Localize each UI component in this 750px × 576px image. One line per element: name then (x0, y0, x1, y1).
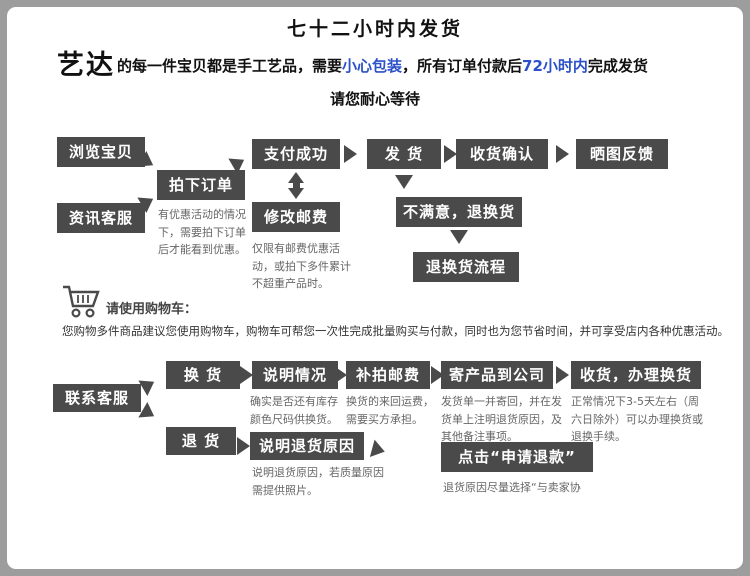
flow1-box-feedback: 晒图反馈 (576, 139, 668, 169)
flow2-box-refund: 退 货 (166, 427, 236, 455)
flow1-box-receive: 收货确认 (456, 139, 548, 169)
flow1-box-consult: 资讯客服 (57, 203, 145, 233)
flow2-box-reason: 说明退货原因 (250, 432, 364, 460)
intro-highlight-72h: 72小时内 (522, 57, 588, 75)
arrow-right-icon (444, 145, 457, 163)
cart-tip-desc: 您购物多件商品建议您使用购物车，购物车可帮您一次性完成批量购买与付款，同时也为您… (62, 324, 729, 338)
flow1-box-pay: 支付成功 (252, 139, 340, 169)
intro-seg3: 完成发货 (587, 57, 648, 75)
arrow-right-icon (237, 437, 250, 455)
flow1-box-return-process: 退换货流程 (413, 252, 519, 282)
explain-note: 确实是否还有库存颜色尺码供换货。 (250, 395, 338, 426)
flow2-box-postage: 补拍邮费 (346, 361, 430, 389)
intro-seg2: ，所有订单付款后 (402, 57, 523, 75)
arrow-right-icon (556, 145, 569, 163)
flow2-box-apply-refund: 点击“申请退款” (441, 442, 593, 472)
reason-note: 说明退货原因，若质量原因需提供照片。 (252, 466, 384, 497)
flow1-box-browse: 浏览宝贝 (57, 137, 145, 167)
flow2-box-handle: 收货，办理换货 (571, 361, 701, 389)
order-note: 有优惠活动的情况下，需要拍下订单后才能看到优惠。 (158, 208, 246, 257)
postage-note: 仅限有邮费优惠活动，或拍下多件累计不超重产品时。 (252, 242, 351, 291)
flow1-box-unsatisfied: 不满意，退换货 (396, 197, 522, 227)
flow1-box-postage: 修改邮费 (252, 202, 340, 232)
arrow-up-down-icon (287, 172, 305, 199)
arrow-right-icon (240, 366, 253, 384)
send-note: 发货单一并寄回，并在发货单上注明退货原因，及其他备注事项。 (441, 395, 562, 444)
postage2-note: 换货的来回运费，需要买方承担。 (346, 395, 434, 426)
arrow-right-icon (431, 366, 444, 384)
arrow-right-icon (556, 366, 569, 384)
intro-seg1: 的每一件宝贝都是手工艺品，需要 (117, 57, 343, 75)
handle-note: 正常情况下3-5天左右（周六日除外）可以办理换货或退换手续。 (571, 395, 703, 444)
flow2-box-send: 寄产品到公司 (441, 361, 553, 389)
content-panel (7, 7, 743, 569)
flow2-box-explain: 说明情况 (252, 361, 338, 389)
shopping-cart-icon (60, 282, 104, 326)
arrow-down-icon (395, 175, 413, 189)
flow2-box-contact: 联系客服 (53, 384, 141, 412)
page-title: 七十二小时内发货 (286, 18, 463, 40)
arrow-down-icon (450, 230, 468, 244)
intro-line2: 请您耐心等待 (329, 90, 420, 108)
flow2-box-exchange: 换 货 (166, 361, 240, 389)
apply-note: 退货原因尽量选择“与卖家协 (443, 481, 581, 494)
intro-text: 艺达的每一件宝贝都是手工艺品，需要小心包装，所有订单付款后72小时内完成发货 (57, 50, 727, 82)
flow1-box-order: 拍下订单 (157, 170, 245, 200)
arrow-right-icon (334, 366, 347, 384)
arrow-right-icon (344, 145, 357, 163)
brand-name: 艺达 (57, 50, 115, 81)
flow1-box-ship: 发 货 (367, 139, 441, 169)
cart-tip-label: 请使用购物车： (106, 302, 198, 317)
intro-highlight-packaging: 小心包装 (342, 57, 403, 75)
